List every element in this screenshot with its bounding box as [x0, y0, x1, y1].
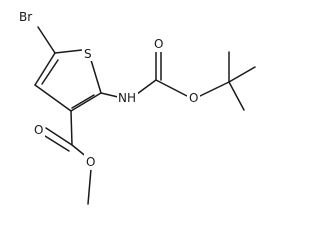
atom-label-sulfur: S	[84, 47, 92, 61]
bond-cq-me3	[228, 81, 245, 111]
bond-cester-o-double-a	[45, 127, 73, 146]
bond-o-methyl	[87, 168, 92, 205]
bond-c3-cester	[70, 110, 73, 146]
atom-labels: Br S NH O O O O	[16, 8, 200, 170]
bond-c3-c4	[34, 84, 72, 112]
atom-label-bromine: Br	[19, 10, 32, 24]
bond-c2-c3-a	[70, 92, 102, 112]
structure-diagram: Br S NH O O O O	[16, 8, 256, 205]
bond-cester-o-double-b	[44, 135, 70, 152]
bond-br-c5	[37, 26, 56, 54]
bond-c4-c5-a	[34, 52, 56, 86]
atom-label-ester-methoxy-oxygen: O	[86, 155, 95, 169]
bond-c4-c5-b	[41, 59, 59, 85]
bond-c-oester	[155, 79, 188, 97]
bond-n-c	[136, 79, 157, 95]
bond-lines	[34, 26, 256, 205]
atom-label-amine: NH	[118, 91, 136, 105]
atom-label-carbamate-carbonyl-oxygen: O	[154, 37, 163, 51]
atom-label-ester-carbonyl-oxygen: O	[34, 123, 43, 137]
bond-s1-c2	[90, 59, 102, 94]
bond-cq-me2	[228, 66, 256, 83]
atom-label-carbamate-ester-oxygen: O	[189, 91, 198, 105]
bond-c2-n	[100, 92, 119, 98]
bond-o-cq	[199, 81, 230, 97]
bond-c5-s1	[54, 49, 83, 54]
bond-c2-c3-b	[71, 94, 95, 109]
